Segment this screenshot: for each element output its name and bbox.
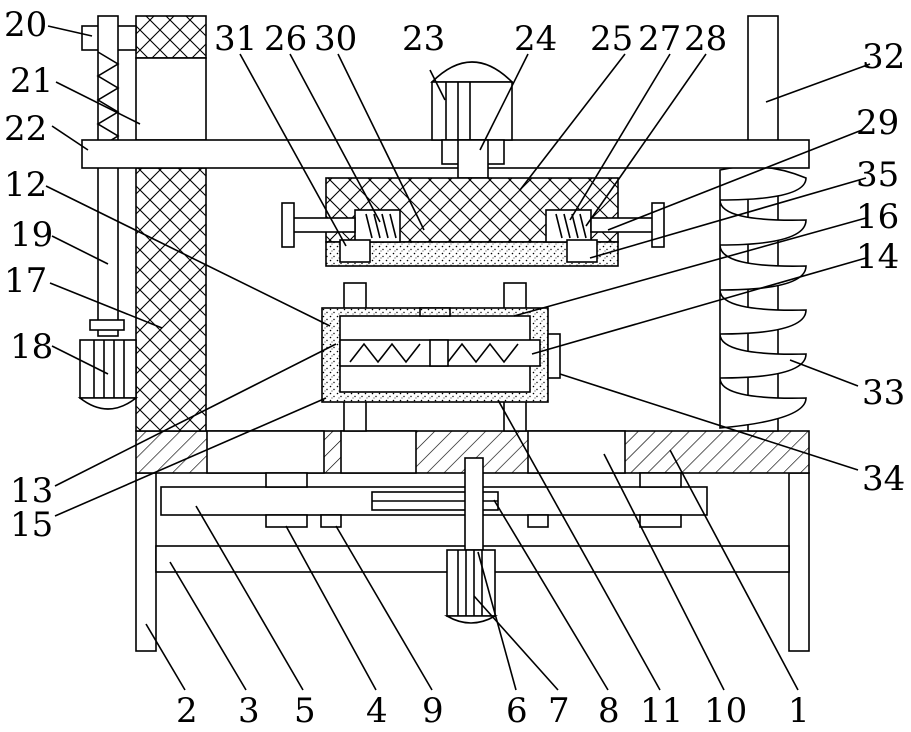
label-22: 22 [4,109,47,149]
label-32: 32 [862,37,905,77]
slide-assembly [161,473,707,527]
right-post-spring [720,16,806,431]
label-29: 29 [856,103,899,143]
label-30: 30 [314,19,357,59]
clamp-box [322,283,560,431]
label-33: 33 [862,373,905,413]
label-19: 19 [10,215,53,255]
label-3: 3 [238,691,260,731]
label-14: 14 [856,237,899,277]
label-6: 6 [506,691,528,731]
label-23: 23 [402,19,445,59]
label-10: 10 [704,691,747,731]
label-21: 21 [10,61,53,101]
label-27: 27 [638,19,681,59]
label-16: 16 [856,197,899,237]
top-motor [432,62,512,178]
label-34: 34 [862,459,905,499]
label-24: 24 [514,19,557,59]
label-20: 20 [4,5,47,45]
label-7: 7 [548,691,570,731]
label-9: 9 [422,691,444,731]
label-15: 15 [10,505,53,545]
label-12: 12 [4,165,47,205]
label-1: 1 [788,691,810,731]
left-column [136,16,206,431]
label-28: 28 [684,19,727,59]
label-4: 4 [366,691,388,731]
label-18: 18 [10,327,53,367]
label-2: 2 [176,691,198,731]
label-11: 11 [640,691,683,731]
label-31: 31 [214,19,257,59]
lower-motor [447,458,495,623]
label-35: 35 [856,155,899,195]
label-25: 25 [590,19,633,59]
left-screw-assembly [80,16,136,409]
label-5: 5 [294,691,316,731]
label-17: 17 [4,261,47,301]
label-26: 26 [264,19,307,59]
label-8: 8 [598,691,620,731]
